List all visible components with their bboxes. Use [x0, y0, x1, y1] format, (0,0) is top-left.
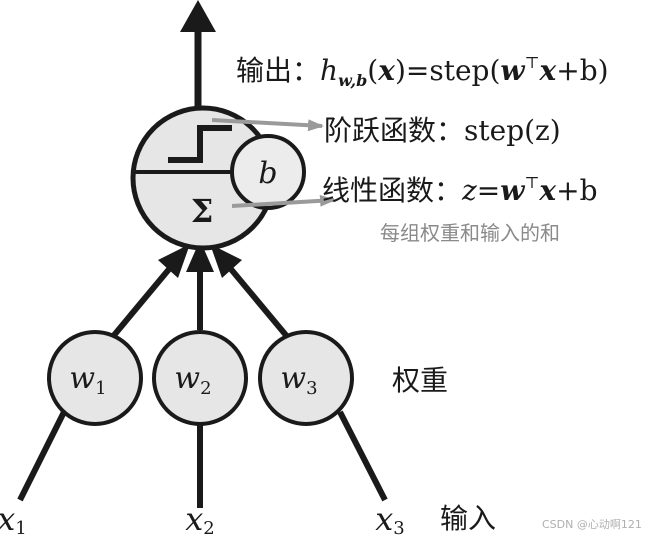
step-pointer	[211, 118, 324, 132]
input-line-3	[337, 410, 388, 502]
output-formula: 输出：hw,b(x)=step(w⊤x+b)	[236, 53, 609, 90]
weight-label-3: w3	[280, 361, 317, 399]
input-line-1	[17, 410, 67, 502]
watermark: CSDN @心动啊121	[542, 518, 642, 531]
weight-node-2	[152, 330, 248, 426]
linear-label: 线性函数：z=w⊤x+b	[322, 173, 598, 207]
weight-arrow-3-shaft	[227, 266, 293, 342]
output-arrowhead	[180, 0, 216, 32]
input-label-2: x2	[185, 500, 215, 535]
weight-label-2: w2	[174, 361, 211, 399]
weight-arrow-2-head	[186, 240, 214, 272]
weight-arrow-3-head	[210, 244, 242, 278]
weighted-sum-note: 每组权重和输入的和	[380, 221, 560, 245]
sigma-symbol: Σ	[191, 192, 214, 230]
weight-arrow-1-head	[158, 244, 190, 278]
weight-node-3	[258, 330, 354, 426]
weight-arrow-1-shaft	[107, 266, 173, 342]
weight-label-1: w1	[69, 361, 106, 399]
step-function-icon	[168, 125, 232, 163]
inputs-label: 输入	[440, 502, 496, 535]
linear-pointer	[231, 194, 336, 208]
weights-label: 权重	[392, 364, 448, 397]
bias-label: b	[258, 156, 277, 191]
step-label: 阶跃函数：step(z)	[324, 114, 561, 147]
weight-node-1	[47, 330, 143, 426]
bias-circle	[230, 134, 306, 210]
input-label-3: x3	[375, 500, 405, 535]
input-label-1: x1	[0, 500, 27, 535]
